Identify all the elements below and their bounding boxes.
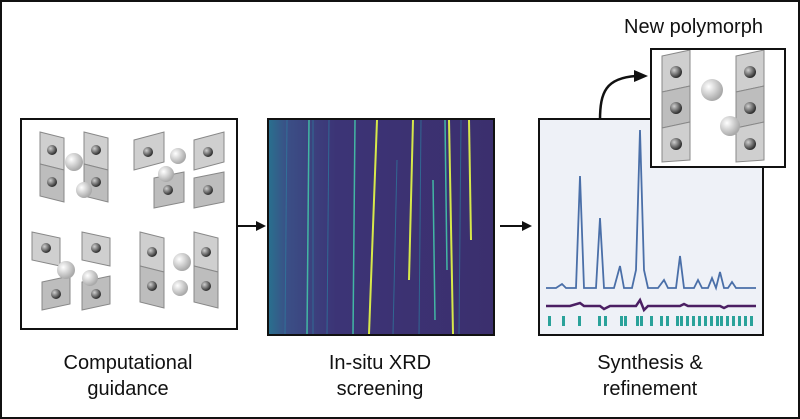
difference-line	[546, 297, 756, 313]
structure-3	[31, 231, 111, 311]
computational-label: Computational guidance	[20, 350, 236, 402]
xrd-heatmap	[269, 120, 493, 334]
arrow-to-polymorph	[598, 70, 648, 121]
synthesis-label-line2: refinement	[602, 378, 698, 400]
xrd-heatmap-panel	[267, 118, 495, 336]
arrow-to-xrd	[236, 221, 266, 231]
new-polymorph-title: New polymorph	[624, 16, 763, 38]
synthesis-label: Synthesis & refinement	[538, 350, 762, 402]
bright-diffraction-lines	[368, 120, 472, 334]
computational-label-line1: Computational	[63, 352, 193, 374]
structure-2	[133, 131, 225, 209]
reflection-tick-marks	[548, 316, 753, 326]
insitu-label-line2: screening	[336, 378, 424, 400]
mid-diffraction-lines	[306, 120, 448, 334]
insitu-label: In-situ XRD screening	[267, 350, 493, 402]
structure-1	[39, 131, 109, 203]
faint-streaks	[284, 120, 462, 334]
new-polymorph-panel	[650, 48, 786, 168]
insitu-label-line1: In-situ XRD	[328, 352, 432, 374]
computational-panel	[20, 118, 238, 330]
new-polymorph-structure	[661, 50, 765, 163]
structure-4	[139, 231, 219, 309]
synthesis-label-line1: Synthesis &	[597, 352, 703, 374]
crystal-structures-grid	[31, 131, 225, 311]
computational-label-line2: guidance	[87, 378, 169, 400]
observed-pattern-line	[546, 129, 756, 291]
arrow-to-synthesis	[500, 221, 532, 231]
refinement-plot	[546, 129, 756, 326]
